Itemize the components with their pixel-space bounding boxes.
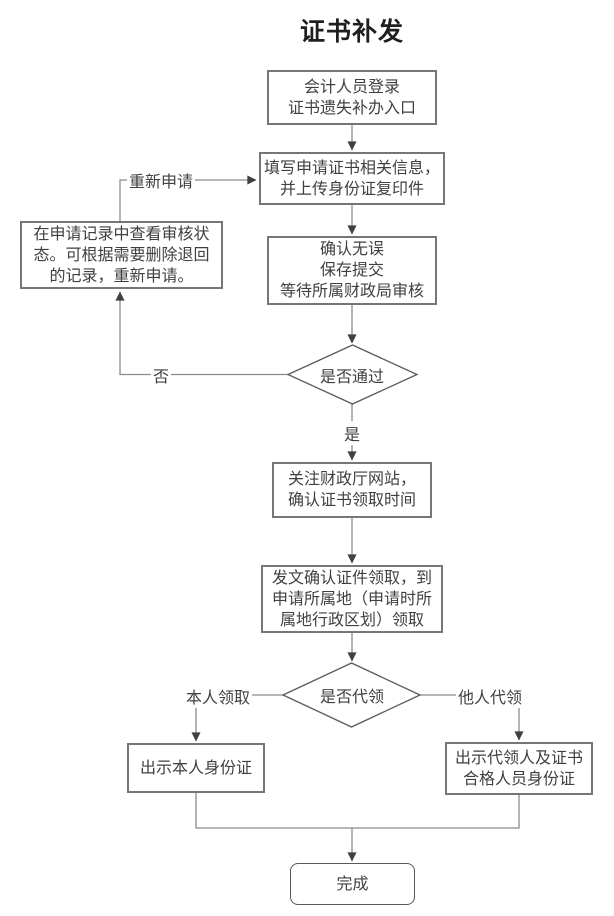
node-review-records: 在申请记录中查看审核状 态。可根据需要删除退回 的记录，重新申请。	[20, 221, 223, 289]
decision-approved-label: 是否通过	[319, 369, 385, 386]
edge-decision-no-to-records	[115, 291, 288, 376]
node-pickup-notice: 发文确认证件领取，到 申请所属地（申请时所 属地行政区划）领取	[261, 565, 443, 633]
label-no: 否	[150, 363, 172, 387]
decision-approved-shape	[286, 344, 419, 405]
node-show-own-id: 出示本人身份证	[127, 743, 265, 793]
page-title: 证书补发	[299, 18, 404, 46]
node-confirm-submit: 确认无误 保存提交 等待所属财政局审核	[267, 236, 437, 305]
node-login: 会计人员登录 证书遗失补办入口	[267, 70, 437, 125]
label-self-pickup: 本人领取	[183, 684, 253, 708]
edge-merge-line	[195, 793, 520, 829]
node-fill-info: 填写申请证书相关信息， 并上传身份证复印件	[259, 152, 445, 205]
label-proxy-pickup: 他人代领	[455, 684, 525, 708]
decision-proxy-label: 是否代领	[319, 689, 385, 706]
label-reapply: 重新申请	[126, 168, 196, 192]
label-yes: 是	[341, 421, 363, 445]
edge-records-to-fill-reapply	[119, 175, 257, 221]
node-show-proxy-id: 出示代领人及证书 合格人员身份证	[445, 742, 593, 795]
node-done: 完成	[290, 863, 415, 905]
decision-proxy-shape	[281, 662, 422, 728]
node-watch-website: 关注财政厅网站， 确认证书领取时间	[272, 462, 432, 518]
